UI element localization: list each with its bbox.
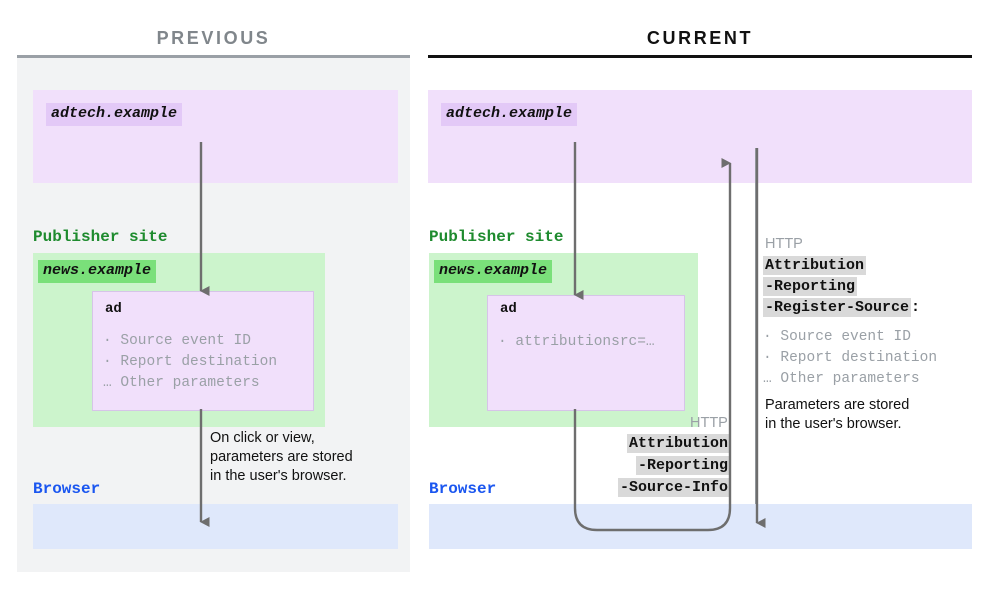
response-header-line-3: -Register-Source: (763, 298, 921, 317)
response-guide-line (755, 148, 757, 530)
divider-current (428, 55, 972, 58)
ad-label-previous: ad (105, 301, 122, 317)
request-header-line-3: -Source-Info (617, 478, 730, 497)
news-domain-chip-current: news.example (434, 260, 553, 283)
response-header-line-1: Attribution (763, 256, 867, 275)
divider-previous (17, 55, 410, 58)
column-title-previous: PREVIOUS (156, 28, 271, 48)
column-title-current: CURRENT (646, 28, 754, 48)
response-header-line-2: -Reporting (763, 277, 858, 296)
publisher-site-label-current: Publisher site (429, 228, 564, 246)
adtech-domain-chip-current: adtech.example (441, 103, 578, 126)
http-protocol-label-response: HTTP (765, 236, 803, 252)
news-domain-chip-previous: news.example (38, 260, 157, 283)
publisher-site-label-previous: Publisher site (33, 228, 168, 246)
browser-region-current (429, 504, 972, 549)
ad-parameters-previous: · Source event ID · Report destination …… (103, 333, 278, 392)
browser-region-previous (33, 504, 398, 549)
note-current: Parameters are stored in the user's brow… (765, 397, 910, 433)
note-previous: On click or view, parameters are stored … (210, 430, 353, 485)
http-protocol-label-request: HTTP (690, 415, 728, 431)
request-header-line-2: -Reporting (635, 456, 730, 475)
note-guide-previous (200, 430, 202, 488)
request-header-line-1: Attribution (626, 434, 730, 453)
ad-parameters-current: · attributionsrc=… (498, 334, 655, 350)
response-header-parameters: · Source event ID · Report destination …… (763, 329, 938, 388)
browser-label-current: Browser (429, 480, 497, 498)
adtech-domain-chip-previous: adtech.example (46, 103, 183, 126)
browser-label-previous: Browser (33, 480, 101, 498)
ad-label-current: ad (500, 301, 517, 317)
